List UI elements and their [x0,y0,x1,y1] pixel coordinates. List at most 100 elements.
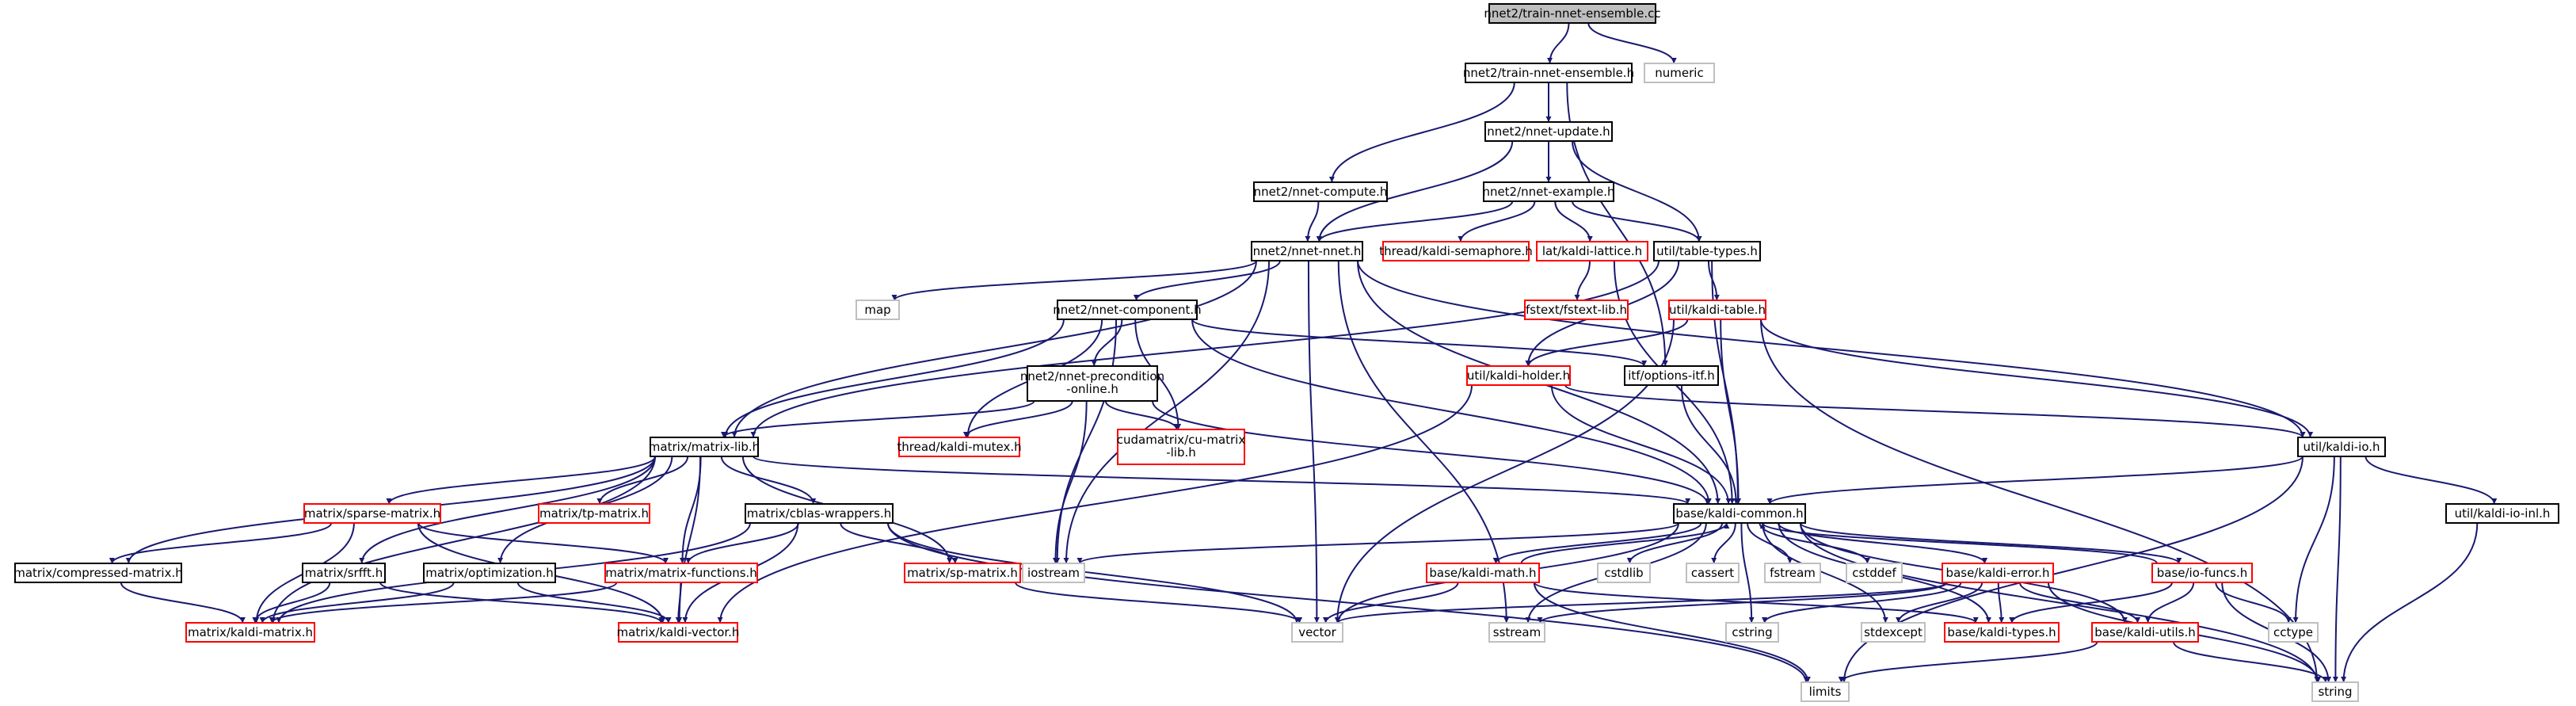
node-kaldi-math[interactable]: base/kaldi-math.h [1426,563,1540,583]
edge-kaldi_common-to-cassert [1711,522,1736,564]
edge-kaldi_math-to-limits [1533,582,1811,683]
node-box [303,503,441,524]
node-kaldi-io-inl[interactable]: util/kaldi-io-inl.h [2445,503,2559,524]
node-root[interactable]: nnet2/train-nnet-ensemble.cc [1484,3,1661,24]
edge-line [109,522,333,564]
node-layer: nnet2/train-nnet-ensemble.cc nnet2/train-… [13,3,2559,702]
node-nnet-component[interactable]: nnet2/nnet-component.h [1053,300,1202,320]
node-label: nnet2/nnet-precondition-online.h [1020,369,1164,396]
node-kaldi-io[interactable]: util/kaldi-io.h [2297,437,2386,457]
node-cumatrix[interactable]: cudamatrix/cu-matrix-lib.h [1117,429,1246,465]
edge-line [359,456,656,564]
node-mutex[interactable]: thread/kaldi-mutex.h [897,437,1022,457]
node-kaldi-types[interactable]: base/kaldi-types.h [1944,622,2060,643]
node-box [1944,622,2060,643]
edge-nnet_update-to-table_types [1572,140,1702,242]
node-precond[interactable]: nnet2/nnet-precondition-online.h [1020,365,1164,402]
node-nnet-update[interactable]: nnet2/nnet-update.h [1484,121,1613,142]
node-nnet-example[interactable]: nnet2/nnet-example.h [1482,181,1615,202]
edge-line [1054,319,1118,564]
edge-line [1680,384,1740,505]
node-mfunctions[interactable]: matrix/matrix-functions.h [604,563,758,583]
node-matrix-lib[interactable]: matrix/matrix-lib.h [649,437,760,457]
node-kaldi-vector[interactable]: matrix/kaldi-vector.h [617,622,740,643]
edge-line [1015,582,1303,624]
node-label: util/kaldi-io.h [2303,440,2380,454]
node-compressed[interactable]: matrix/compressed-matrix.h [13,563,183,583]
node-io-funcs[interactable]: base/io-funcs.h [2151,563,2253,583]
node-srfft[interactable]: matrix/srfft.h [302,563,386,583]
node-kaldi-table[interactable]: util/kaldi-table.h [1668,300,1766,320]
edge-line [1492,522,1702,564]
edge-line [1077,522,1679,564]
node-box [1644,63,1715,83]
edge-kaldi_io-to-kaldi_io_inl [2365,456,2498,505]
edge-line [1554,200,1593,242]
node-table-types[interactable]: util/table-types.h [1653,241,1761,261]
node-kaldi-matrix[interactable]: matrix/kaldi-matrix.h [185,622,315,643]
edge-kaldi_io_inl-to-string [2341,522,2479,683]
edge-line [1322,582,1459,624]
node-box [2151,563,2253,583]
node-sparse[interactable]: matrix/sparse-matrix.h [303,503,441,524]
edge-line [1133,260,1281,301]
edge-layer [109,22,2498,683]
edge-line [1337,260,1510,624]
node-label: nnet2/train-nnet-ensemble.h [1463,66,1634,80]
node-box [1942,563,2054,583]
node-semaphore[interactable]: thread/kaldi-semaphore.h [1379,241,1533,261]
edge-line [1760,319,2314,438]
edge-io_funcs-to-kaldi_utils [2145,582,2195,624]
node-label: matrix/matrix-lib.h [649,440,760,454]
node-box [1117,429,1245,465]
node-box [1426,563,1540,583]
node-cblas[interactable]: matrix/cblas-wrappers.h [745,503,894,524]
node-box [1483,181,1614,202]
node-stdexcept: stdexcept [1861,622,1926,643]
node-lattice[interactable]: lat/kaldi-lattice.h [1536,241,1648,261]
edge-line [1316,200,1514,242]
edge-line [1316,140,1514,242]
edge-kaldi_common-to-kaldi_error [1777,522,1988,564]
node-box [1624,365,1719,386]
node-box [302,563,386,583]
edge-precond-to-kaldi_common [1152,400,1710,505]
edge-line [679,456,702,564]
node-tne-h[interactable]: nnet2/train-nnet-ensemble.h [1463,63,1634,83]
node-label: matrix/kaldi-vector.h [617,625,740,639]
edge-kaldi_table-to-string [1760,319,2320,683]
edge-line [1052,400,1088,564]
edge-line [717,384,1473,624]
edge-line [1305,200,1320,242]
node-kaldi-common[interactable]: base/kaldi-common.h [1673,503,1806,524]
edge-matrix_lib-to-sparse [386,456,656,505]
node-label: string [2318,685,2352,699]
node-options[interactable]: itf/options-itf.h [1624,365,1719,386]
node-sp-matrix[interactable]: matrix/sp-matrix.h [904,563,1021,583]
edge-line [887,522,1300,624]
node-box [538,503,650,524]
edge-line [1759,522,2158,564]
node-kaldi-error[interactable]: base/kaldi-error.h [1942,563,2054,583]
node-fstext[interactable]: fstext/fstext-lib.h [1524,300,1629,320]
node-nnet-compute[interactable]: nnet2/nnet-compute.h [1253,181,1388,202]
node-tp-matrix[interactable]: matrix/tp-matrix.h [538,503,650,524]
node-cassert: cassert [1686,563,1740,583]
edge-cblas-to-vector [887,522,1300,624]
node-box [1291,622,1343,643]
node-nnet-nnet[interactable]: nnet2/nnet-nnet.h [1251,241,1363,261]
edge-nnet_nnet-to-map [891,260,1257,301]
edge-line [1777,522,1988,564]
node-holder[interactable]: util/kaldi-holder.h [1466,365,1571,386]
edge-line [1357,260,2306,438]
node-label: cassert [1691,566,1734,580]
edge-line [1564,384,2306,438]
node-box [1653,241,1761,261]
node-kaldi-utils[interactable]: base/kaldi-utils.h [2091,622,2199,643]
node-optimization[interactable]: matrix/optimization.h [423,563,556,583]
node-cctype: cctype [2268,622,2319,643]
node-box [745,503,894,524]
node-label: vector [1298,625,1336,639]
node-label: thread/kaldi-mutex.h [897,440,1021,454]
edge-sp_matrix-to-vector [1015,582,1303,624]
